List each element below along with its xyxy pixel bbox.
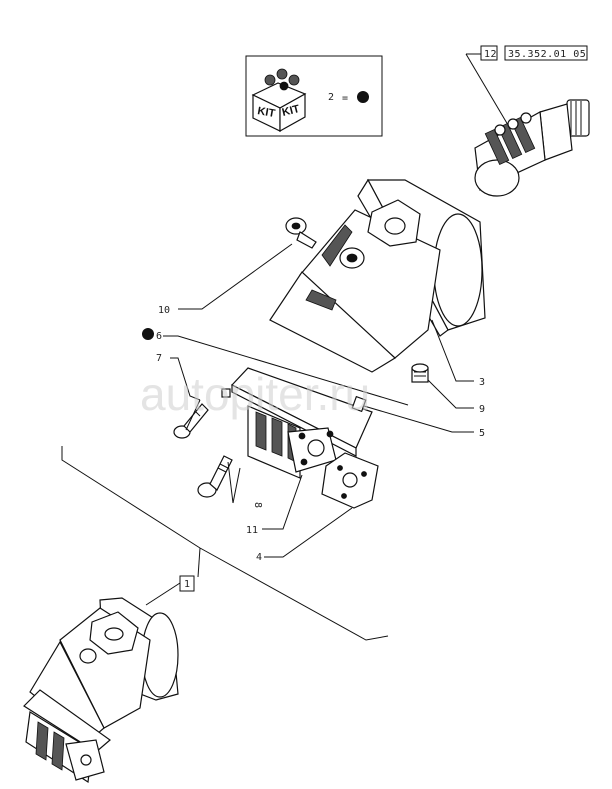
callout-4: 4 xyxy=(256,552,262,563)
plug-9 xyxy=(411,363,429,383)
callout-numbers: 10 6 7 3 9 5 8 11 4 1 xyxy=(156,305,485,592)
leader-lines xyxy=(163,243,474,558)
callout-7: 7 xyxy=(156,353,162,364)
bolt-8 xyxy=(197,455,233,498)
kit-equals: = xyxy=(342,93,348,104)
kit-number: 2 xyxy=(328,92,334,103)
reference-label: 12 35.352.01 05 xyxy=(465,45,588,126)
kit-dot-icon xyxy=(357,91,369,103)
callout-11: 11 xyxy=(246,525,258,536)
screw-10 xyxy=(285,217,317,249)
watermark-text: autopiter.ru xyxy=(140,368,370,420)
kit-box: KIT KIT 2 = xyxy=(245,55,383,137)
reference-code: 35.352.01 05 xyxy=(508,49,586,60)
kit-word-right: KIT xyxy=(281,103,301,119)
kit-part-dot-icon xyxy=(142,328,154,340)
kit-icon: KIT KIT xyxy=(251,68,307,133)
reference-index: 12 xyxy=(484,49,497,60)
assembly-bracket xyxy=(61,446,389,641)
complete-motor-assembly xyxy=(23,597,179,784)
callout-1: 1 xyxy=(184,579,190,590)
callout-10: 10 xyxy=(158,305,170,316)
motor-housing xyxy=(269,178,486,373)
valve-block xyxy=(247,405,337,479)
kit-word-left: KIT xyxy=(256,105,276,120)
flange-4 xyxy=(321,452,379,509)
callout-9: 9 xyxy=(479,404,485,415)
callout-6: 6 xyxy=(156,331,162,342)
cylinder-block-assembly xyxy=(474,99,590,197)
callout-3: 3 xyxy=(479,377,485,388)
callout-8: 8 xyxy=(252,502,263,508)
callout-5: 5 xyxy=(479,428,485,439)
